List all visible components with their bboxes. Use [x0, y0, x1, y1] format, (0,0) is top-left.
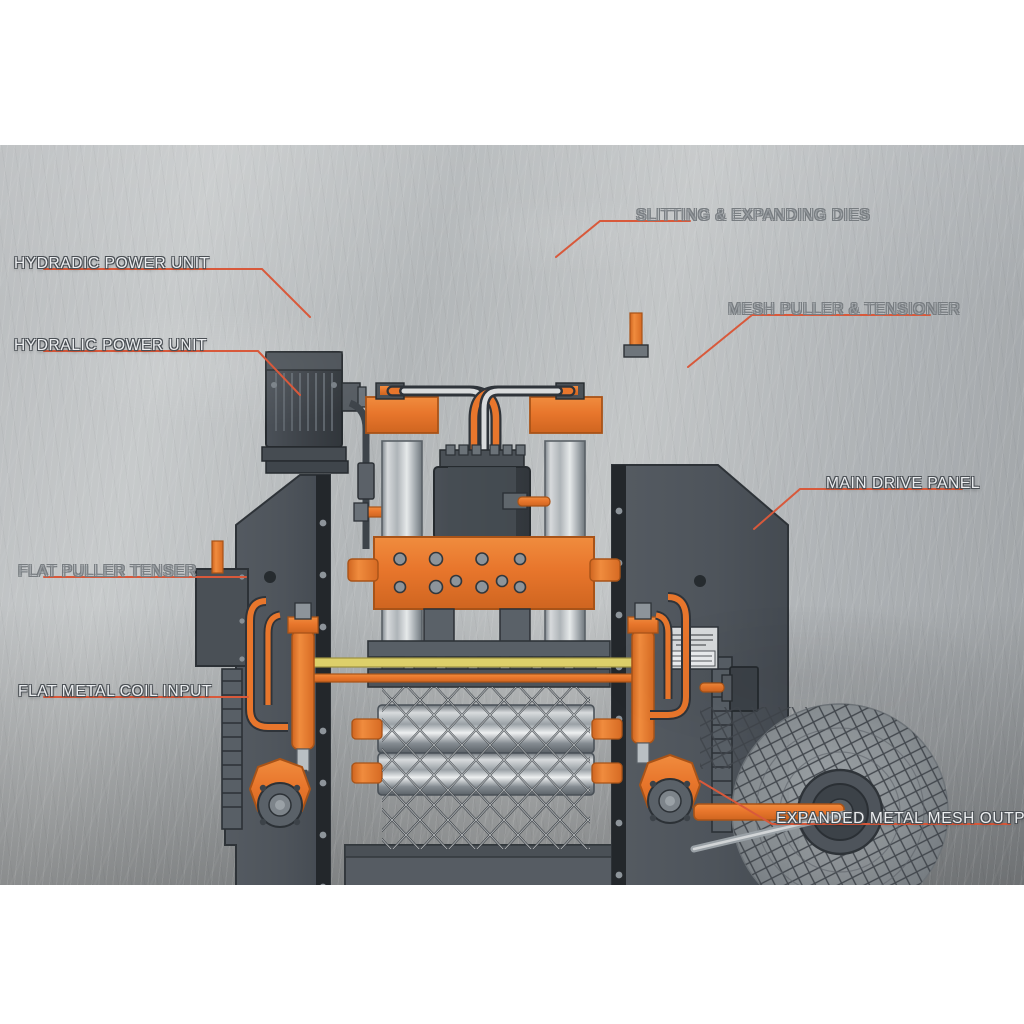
coil-drive-arm: [690, 803, 848, 853]
leader-expanded-metal-mesh-output: [699, 780, 1011, 825]
machine-illustration: [195, 312, 949, 885]
leader-mesh-puller-tensioner: [687, 314, 931, 368]
illustration-scene: HYDRADIC POWER UNIT HYDRALIC POWER UNIT …: [0, 145, 1024, 885]
callout-label-slitting-expanding-dies: SLITTING & EXPANDING DIES: [636, 207, 871, 224]
callout-label-hydraulic-power-unit-upper: HYDRADIC POWER UNIT: [14, 255, 210, 272]
callout-label-expanded-metal-mesh-output: EXPANDED METAL MESH OUTPUT: [776, 810, 1024, 827]
callout-label-hydraulic-power-unit-lower: HYDRALIC POWER UNIT: [14, 337, 208, 354]
callout-label-main-drive-panel: MAIN DRIVE PANEL: [826, 475, 981, 492]
callout-label-flat-metal-coil-input: FLAT METAL COIL INPUT: [18, 683, 213, 700]
drive-motor: [261, 351, 397, 549]
hydraulic-hoses: [386, 385, 576, 461]
letterbox-bottom: [0, 885, 1024, 1024]
callout-label-mesh-puller-tensioner: MESH PULLER & TENSIONER: [728, 301, 961, 318]
slitting-die-head: [305, 640, 639, 688]
letterbox-top: [0, 0, 1024, 145]
mesh-coil: [731, 703, 949, 885]
callout-label-flat-puller-tensioner: FLAT PULLER TENSER: [18, 563, 197, 580]
leader-slitting-expanding-dies: [555, 220, 691, 258]
mesh-puller-tensioner-right: [627, 592, 702, 824]
leader-main-drive-panel: [753, 488, 963, 530]
callout-leader-lines: [43, 220, 1011, 825]
flat-puller-tensioner-left: [245, 596, 319, 828]
leader-hydraulic-power-unit-upper: [43, 268, 311, 318]
leader-hydraulic-power-unit-lower: [43, 350, 301, 396]
